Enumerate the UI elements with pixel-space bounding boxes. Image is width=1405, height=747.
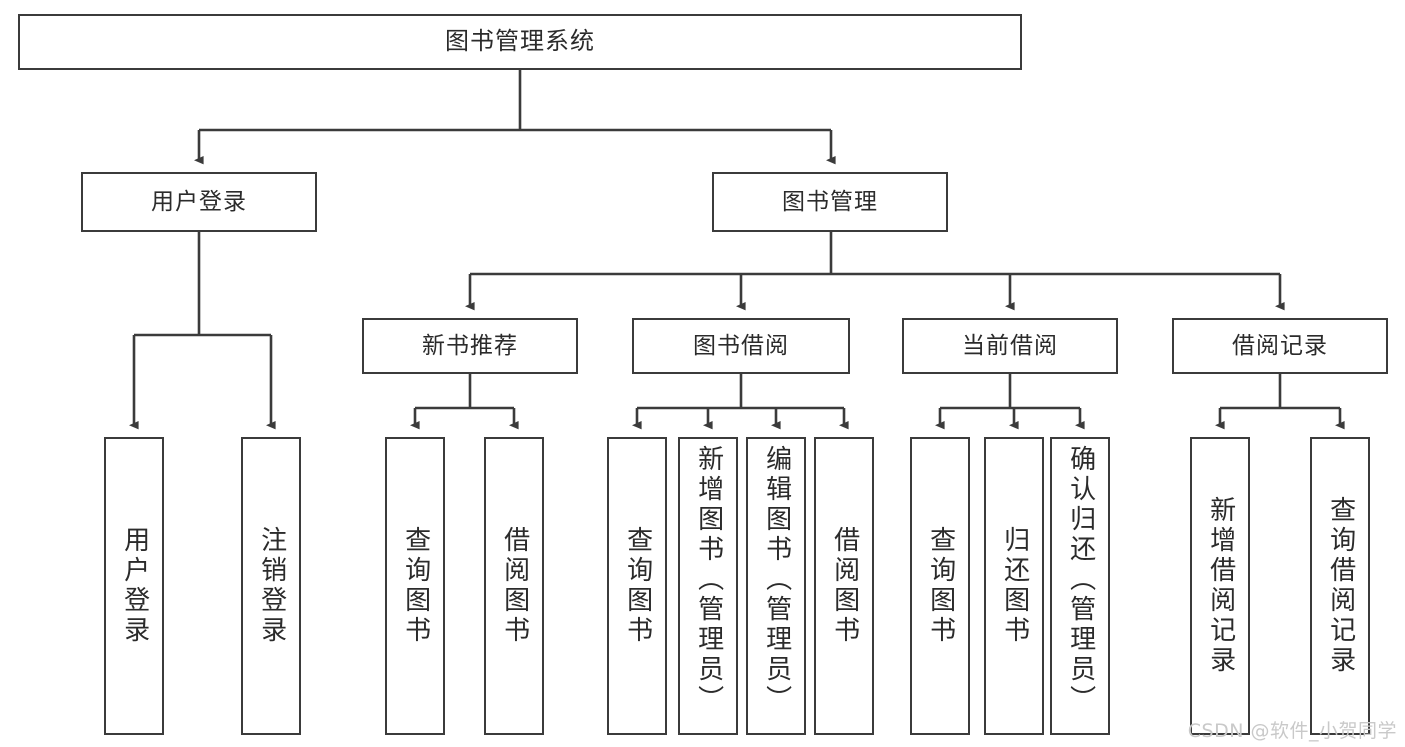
leaf-add-borrow-record[interactable]: 新增借阅记录	[1190, 437, 1250, 735]
leaf-add-book-admin[interactable]: 新增图书（管理员）	[678, 437, 738, 735]
node-book-management[interactable]: 图书管理	[712, 172, 948, 232]
node-label: 新增图书（管理员）	[693, 445, 724, 715]
node-label: 新书推荐	[422, 332, 518, 359]
node-label: 当前借阅	[962, 332, 1058, 359]
node-user-login[interactable]: 用户登录	[81, 172, 317, 232]
node-label: 查询借阅记录	[1325, 496, 1356, 676]
node-label: 查询图书	[925, 526, 956, 646]
leaf-user-login[interactable]: 用户登录	[104, 437, 164, 735]
node-label: 借阅图书	[499, 526, 530, 646]
node-label: 编辑图书（管理员）	[761, 445, 792, 715]
node-label: 查询图书	[400, 526, 431, 646]
node-borrow-record[interactable]: 借阅记录	[1172, 318, 1388, 374]
node-current-borrow[interactable]: 当前借阅	[902, 318, 1118, 374]
leaf-logout[interactable]: 注销登录	[241, 437, 301, 735]
node-label: 图书管理系统	[445, 27, 595, 56]
leaf-confirm-return-admin[interactable]: 确认归还（管理员）	[1050, 437, 1110, 735]
node-label: 新增借阅记录	[1205, 496, 1236, 676]
node-book-borrow[interactable]: 图书借阅	[632, 318, 850, 374]
node-label: 借阅记录	[1232, 332, 1328, 359]
leaf-query-book-current[interactable]: 查询图书	[910, 437, 970, 735]
leaf-query-borrow-record[interactable]: 查询借阅记录	[1310, 437, 1370, 735]
leaf-borrow-book[interactable]: 借阅图书	[814, 437, 874, 735]
leaf-return-book[interactable]: 归还图书	[984, 437, 1044, 735]
node-root-book-management-system[interactable]: 图书管理系统	[18, 14, 1022, 70]
node-label: 图书管理	[782, 188, 878, 215]
node-label: 归还图书	[999, 526, 1030, 646]
node-label: 图书借阅	[693, 332, 789, 359]
node-new-book-recommendation[interactable]: 新书推荐	[362, 318, 578, 374]
leaf-query-book-borrow[interactable]: 查询图书	[607, 437, 667, 735]
node-label: 借阅图书	[829, 526, 860, 646]
node-label: 查询图书	[622, 526, 653, 646]
node-label: 用户登录	[151, 188, 247, 215]
leaf-borrow-book-new-books[interactable]: 借阅图书	[484, 437, 544, 735]
leaf-query-book-new-books[interactable]: 查询图书	[385, 437, 445, 735]
node-label: 确认归还（管理员）	[1065, 445, 1096, 715]
leaf-edit-book-admin[interactable]: 编辑图书（管理员）	[746, 437, 806, 735]
csdn-watermark: CSDN @软件_小贺同学	[1187, 720, 1397, 742]
node-label: 用户登录	[119, 526, 150, 646]
node-label: 注销登录	[256, 526, 287, 646]
